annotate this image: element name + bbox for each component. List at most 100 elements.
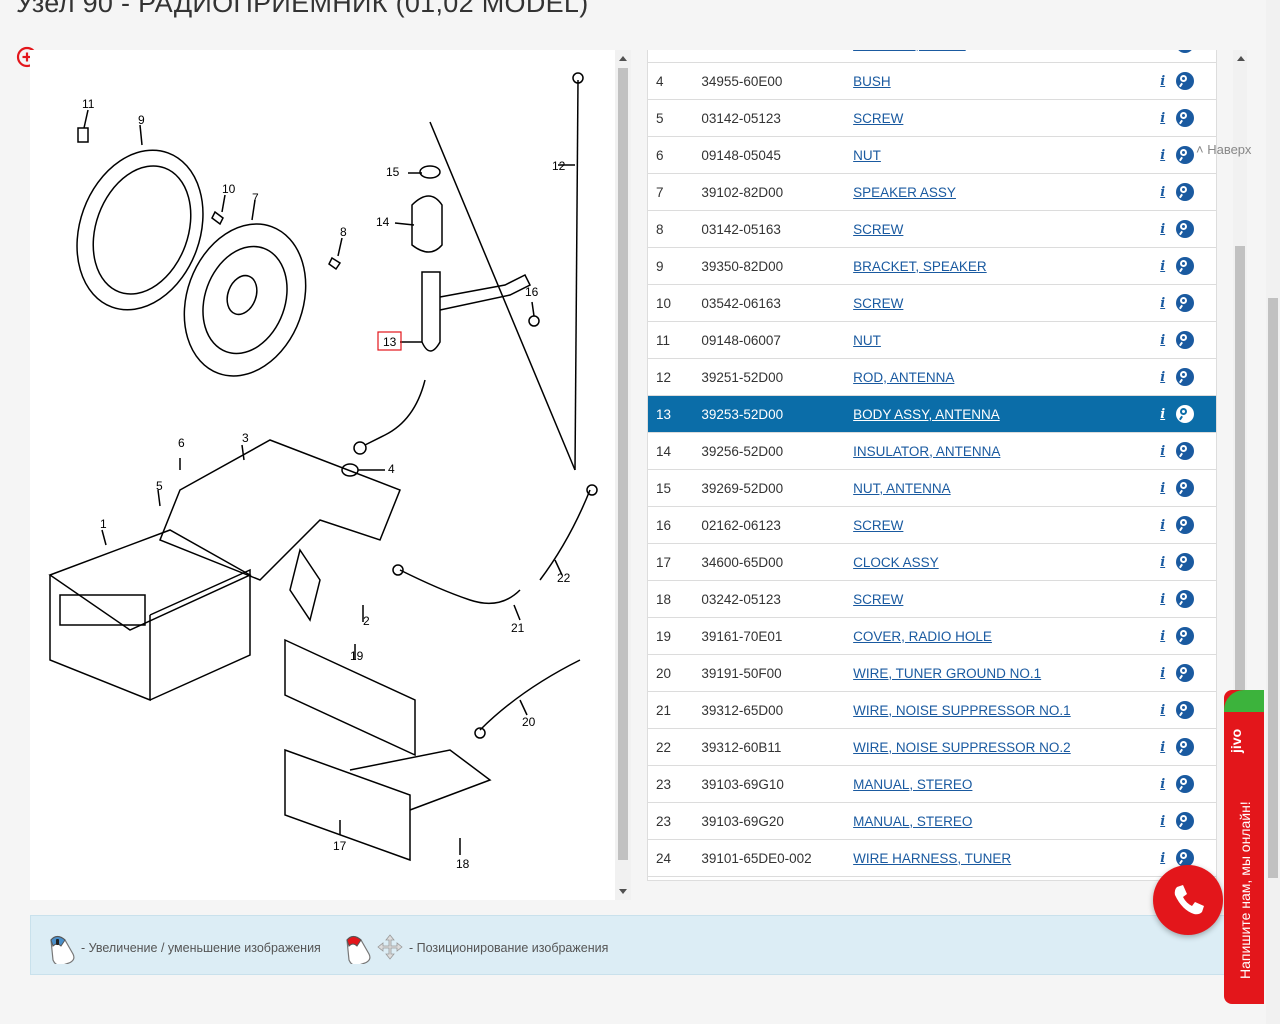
scrollbar-thumb[interactable] <box>618 68 628 860</box>
part-name-link[interactable]: NUT <box>853 332 881 348</box>
info-icon[interactable]: i <box>1160 370 1166 385</box>
part-name-link[interactable]: WIRE, NOISE SUPPRESSOR NO.2 <box>853 739 1071 755</box>
diagram-callout-15[interactable]: 15 <box>386 165 400 179</box>
window-scrollbar[interactable] <box>1266 0 1280 1024</box>
part-name-link[interactable]: BRACKET, RADIO <box>853 50 966 52</box>
scrollbar-thumb[interactable] <box>1235 246 1245 880</box>
part-name-link[interactable]: WIRE HARNESS, TUNER <box>853 850 1012 866</box>
locate-on-diagram-icon[interactable] <box>1176 516 1195 534</box>
locate-on-diagram-icon[interactable] <box>1176 257 1195 275</box>
part-name-link[interactable]: BRACKET, SPEAKER <box>853 258 987 274</box>
part-name-link[interactable]: MANUAL, STEREO <box>853 776 973 792</box>
locate-on-diagram-icon[interactable] <box>1176 590 1195 608</box>
diagram-callout-9[interactable]: 9 <box>138 113 145 127</box>
info-icon[interactable]: i <box>1160 481 1166 496</box>
scroll-up-arrow-icon[interactable] <box>1237 56 1245 61</box>
part-name-link[interactable]: BODY ASSY, ANTENNA <box>853 406 1000 422</box>
diagram-callout-14[interactable]: 14 <box>376 215 390 229</box>
info-icon[interactable]: i <box>1160 777 1166 792</box>
locate-on-diagram-icon[interactable] <box>1176 331 1195 349</box>
info-icon[interactable]: i <box>1160 296 1166 311</box>
info-icon[interactable]: i <box>1160 518 1166 533</box>
part-name-link[interactable]: NUT, ANTENNA <box>853 480 951 496</box>
info-icon[interactable]: i <box>1160 148 1166 163</box>
diagram-callout-18[interactable]: 18 <box>456 857 470 871</box>
scroll-down-arrow-icon[interactable] <box>619 889 627 894</box>
info-icon[interactable]: i <box>1160 592 1166 607</box>
diagram-callout-17[interactable]: 17 <box>333 839 347 853</box>
diagram-callout-21[interactable]: 21 <box>511 621 525 635</box>
back-to-top-link[interactable]: ˄ Наверх <box>1196 142 1252 157</box>
part-name-link[interactable]: SCREW <box>853 517 904 533</box>
locate-on-diagram-icon[interactable] <box>1176 146 1195 164</box>
locate-on-diagram-icon[interactable] <box>1176 775 1195 793</box>
part-name-link[interactable]: SCREW <box>853 221 904 237</box>
locate-on-diagram-icon[interactable] <box>1176 72 1195 90</box>
diagram-callout-10[interactable]: 10 <box>222 182 236 196</box>
part-name-link[interactable]: SPEAKER ASSY <box>853 184 956 200</box>
info-icon[interactable]: i <box>1160 407 1166 422</box>
diagram-callout-22[interactable]: 22 <box>557 571 571 585</box>
info-icon[interactable]: i <box>1160 259 1166 274</box>
locate-on-diagram-icon[interactable] <box>1176 220 1195 238</box>
locate-on-diagram-icon[interactable] <box>1176 553 1195 571</box>
info-icon[interactable]: i <box>1160 444 1166 459</box>
info-icon[interactable]: i <box>1160 851 1166 866</box>
part-name-link[interactable]: CLOCK ASSY <box>853 554 939 570</box>
locate-on-diagram-icon[interactable] <box>1176 738 1195 756</box>
part-name-link[interactable]: SCREW <box>853 591 904 607</box>
locate-on-diagram-icon[interactable] <box>1176 812 1195 830</box>
part-name-link[interactable]: WIRE, TUNER GROUND NO.1 <box>853 665 1042 681</box>
diagram-callout-19[interactable]: 19 <box>350 649 364 663</box>
diagram-callout-2[interactable]: 2 <box>363 614 370 628</box>
part-name-link[interactable]: NUT <box>853 147 881 163</box>
diagram-callout-16[interactable]: 16 <box>525 285 539 299</box>
diagram-callout-13[interactable]: 13 <box>383 335 397 349</box>
info-icon[interactable]: i <box>1160 703 1166 718</box>
diagram-callout-12[interactable]: 12 <box>552 159 566 173</box>
info-icon[interactable]: i <box>1160 666 1166 681</box>
locate-on-diagram-icon[interactable] <box>1176 627 1195 645</box>
locate-on-diagram-icon[interactable] <box>1176 109 1195 127</box>
part-name-link[interactable]: INSULATOR, ANTENNA <box>853 443 1001 459</box>
chat-widget[interactable] <box>1224 690 1264 1004</box>
info-icon[interactable]: i <box>1160 222 1166 237</box>
diagram-callout-4[interactable]: 4 <box>388 462 395 476</box>
diagram-callout-8[interactable]: 8 <box>340 225 347 239</box>
part-name-link[interactable]: COVER, RADIO HOLE <box>853 628 992 644</box>
diagram-callout-3[interactable]: 3 <box>242 431 249 445</box>
info-icon[interactable]: i <box>1160 185 1166 200</box>
locate-on-diagram-icon[interactable] <box>1176 405 1195 423</box>
call-button[interactable] <box>1153 865 1223 935</box>
scroll-up-arrow-icon[interactable] <box>619 56 627 61</box>
info-icon[interactable]: i <box>1160 629 1166 644</box>
part-name-link[interactable]: WIRE, NOISE SUPPRESSOR NO.1 <box>853 702 1071 718</box>
locate-on-diagram-icon[interactable] <box>1176 442 1195 460</box>
part-name-link[interactable]: SCREW <box>853 295 904 311</box>
parts-scrollbar[interactable] <box>1233 50 1247 880</box>
info-icon[interactable]: i <box>1160 74 1166 89</box>
info-icon[interactable]: i <box>1160 740 1166 755</box>
info-icon[interactable]: i <box>1160 333 1166 348</box>
info-icon[interactable]: i <box>1160 555 1166 570</box>
info-icon[interactable]: i <box>1160 111 1166 126</box>
part-name-link[interactable]: ROD, ANTENNA <box>853 369 955 385</box>
